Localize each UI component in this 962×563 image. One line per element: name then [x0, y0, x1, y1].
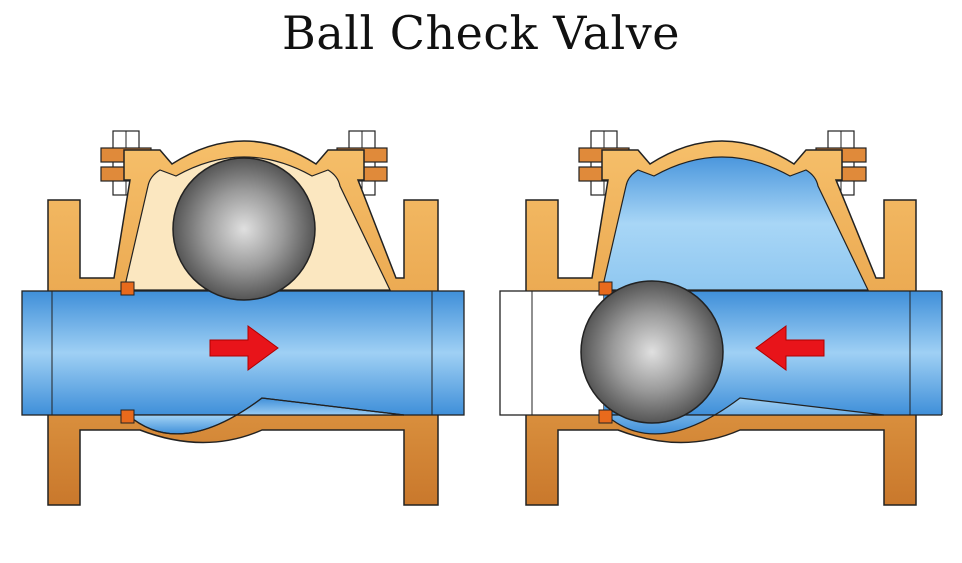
valve-right-closed [499, 130, 943, 506]
seat-icon [598, 281, 613, 296]
page-title: Ball Check Valve [282, 6, 680, 60]
ball-icon [172, 157, 316, 301]
valve-left-open [21, 130, 465, 506]
bottom-bowl-fluid [604, 397, 885, 435]
seat-icon [598, 409, 613, 424]
seat-icon [120, 281, 135, 296]
flow-arrow-left-icon [755, 325, 825, 371]
ball-icon [580, 280, 724, 424]
seat-icon [120, 409, 135, 424]
flow-arrow-right-icon [209, 325, 279, 371]
valve-cavity-fluid [601, 156, 869, 291]
